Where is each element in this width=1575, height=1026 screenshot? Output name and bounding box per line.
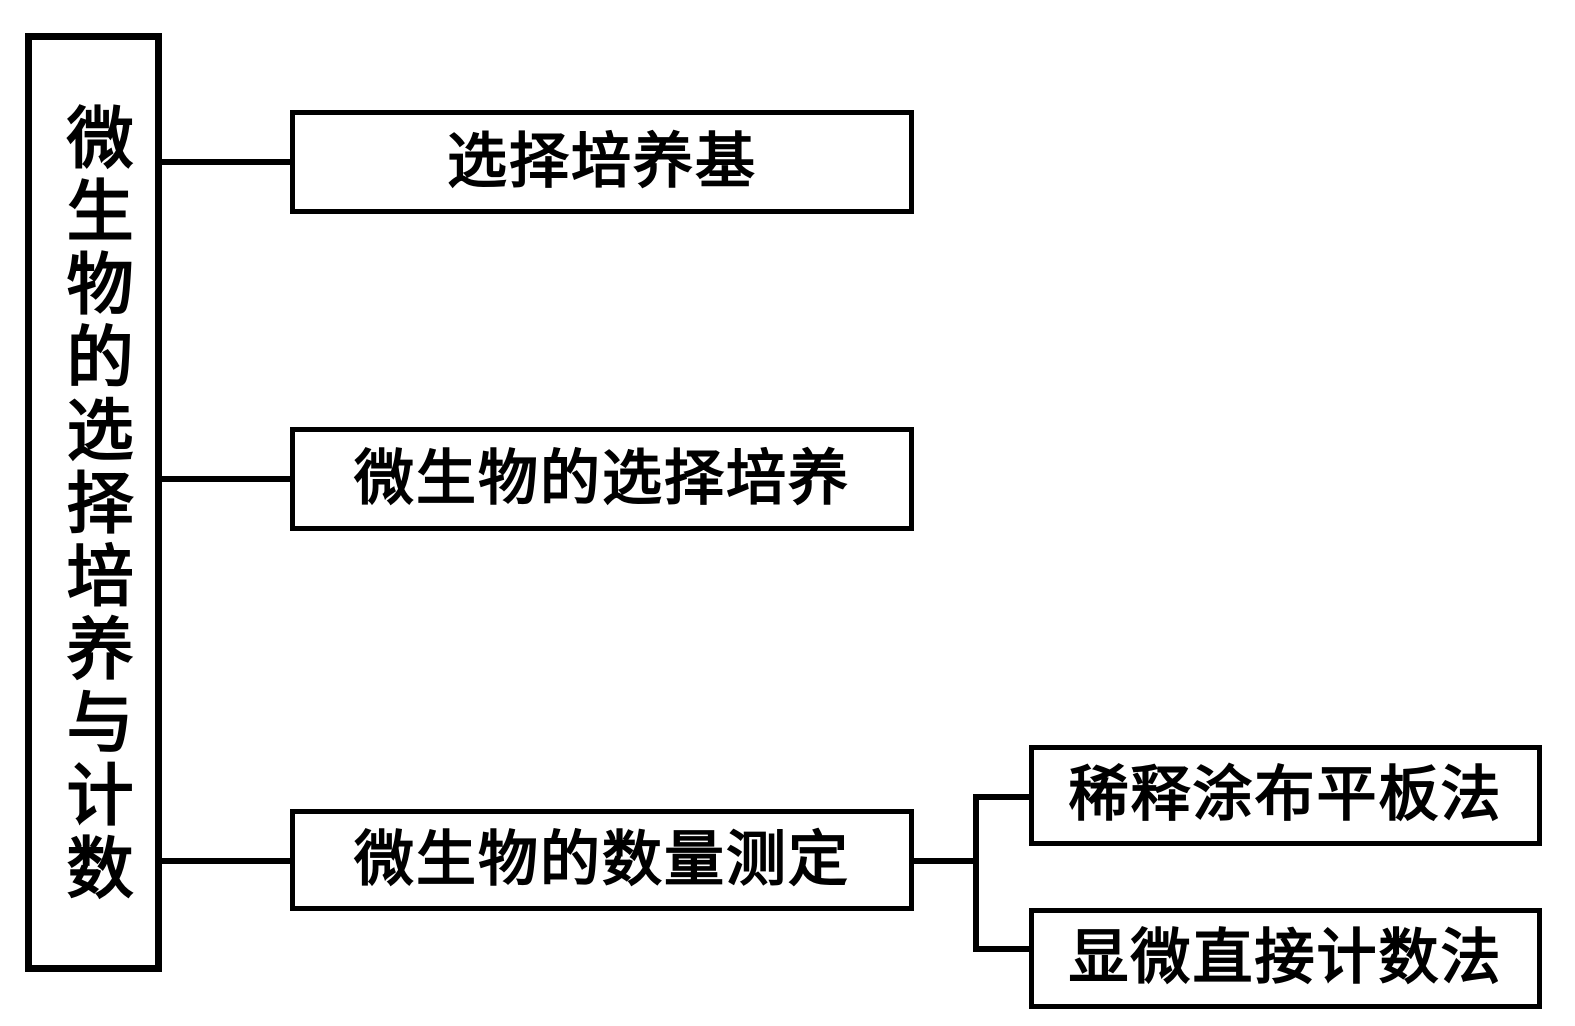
connector-root-to-counting (160, 858, 294, 864)
node-quantity-measurement: 微生物的数量测定 (290, 809, 914, 911)
node-selective-medium-label: 选择培养基 (447, 128, 757, 195)
connector-trunk-vertical (973, 794, 979, 952)
connector-root-to-medium (160, 159, 294, 165)
node-microscope-direct-count-label: 显微直接计数法 (1068, 925, 1503, 991)
node-root-label: 微生物的选择培养与计数 (56, 103, 131, 906)
connector-counting-to-trunk (911, 858, 979, 864)
node-root: 微生物的选择培养与计数 (25, 33, 162, 972)
connector-trunk-to-spread-plate (973, 794, 1033, 800)
node-microscope-direct-count: 显微直接计数法 (1029, 908, 1542, 1009)
node-dilution-spread-plate: 稀释涂布平板法 (1029, 745, 1542, 846)
node-selective-culture: 微生物的选择培养 (290, 427, 914, 531)
node-selective-culture-label: 微生物的选择培养 (354, 445, 850, 512)
connector-trunk-to-microscope-count (973, 946, 1033, 952)
node-quantity-measurement-label: 微生物的数量测定 (354, 826, 850, 893)
connector-root-to-selective-culture (160, 476, 294, 482)
node-selective-medium: 选择培养基 (290, 110, 914, 214)
node-dilution-spread-plate-label: 稀释涂布平板法 (1068, 762, 1503, 828)
